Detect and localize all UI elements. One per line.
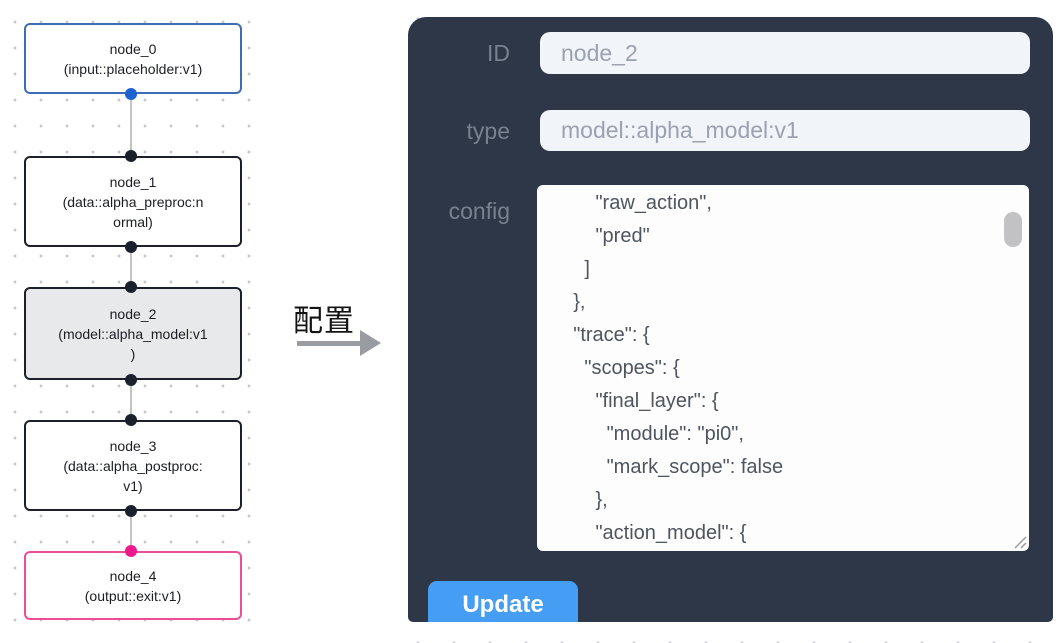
flow-node-2-selected[interactable]: node_2 (model::alpha_model:v1 ) (24, 287, 242, 380)
arrow-head-icon (360, 330, 381, 356)
edge-node3-node4 (130, 511, 132, 551)
arrow-icon (297, 341, 360, 346)
node-0-type: (input::placeholder:v1) (63, 60, 203, 77)
config-json-content: "raw_action", "pred" ] }, "trace": { "sc… (573, 192, 784, 544)
node-1-type: (data::alpha_preproc:n ormal) (62, 193, 204, 230)
id-label: ID (487, 40, 510, 66)
configure-label: 配置 (293, 305, 355, 338)
node-4-type: (output::exit:v1) (84, 587, 182, 604)
update-button[interactable]: Update (428, 581, 578, 622)
type-input[interactable]: model::alpha_model:v1 (540, 110, 1030, 151)
node-4-title: node_4 (109, 567, 157, 584)
node-3-title: node_3 (109, 437, 157, 454)
flow-node-1[interactable]: node_1 (data::alpha_preproc:n ormal) (24, 156, 242, 247)
config-textarea[interactable]: "raw_action", "pred" ] }, "trace": { "sc… (537, 185, 1029, 551)
port-node1-in[interactable] (125, 150, 137, 162)
port-node0-out[interactable] (125, 88, 137, 100)
flow-node-0[interactable]: node_0 (input::placeholder:v1) (24, 23, 242, 94)
config-label: config (448, 198, 510, 224)
resize-handle-icon[interactable] (1011, 533, 1027, 549)
port-node4-in[interactable] (125, 545, 137, 557)
port-node3-in[interactable] (125, 414, 137, 426)
port-node2-out[interactable] (125, 374, 137, 386)
edge-node2-node3 (130, 380, 132, 420)
node-config-panel: ID node_2 type model::alpha_model:v1 con… (408, 17, 1053, 622)
node-2-title: node_2 (109, 305, 157, 322)
scrollbar-thumb[interactable] (1004, 212, 1022, 247)
flow-node-4[interactable]: node_4 (output::exit:v1) (24, 551, 242, 620)
port-node1-out[interactable] (125, 241, 137, 253)
id-input-value: node_2 (561, 39, 638, 66)
flow-node-3[interactable]: node_3 (data::alpha_postproc: v1) (24, 420, 242, 511)
node-0-title: node_0 (109, 40, 157, 57)
type-label: type (466, 118, 510, 144)
type-input-value: model::alpha_model:v1 (561, 117, 799, 143)
edge-node1-node2 (130, 247, 132, 287)
port-node2-in[interactable] (125, 281, 137, 293)
edge-node0-node1 (130, 94, 132, 156)
node-1-title: node_1 (109, 173, 157, 190)
id-input[interactable]: node_2 (540, 32, 1030, 74)
node-2-type: (model::alpha_model:v1 ) (58, 325, 208, 362)
port-node3-out[interactable] (125, 505, 137, 517)
node-3-type: (data::alpha_postproc: v1) (63, 457, 203, 494)
